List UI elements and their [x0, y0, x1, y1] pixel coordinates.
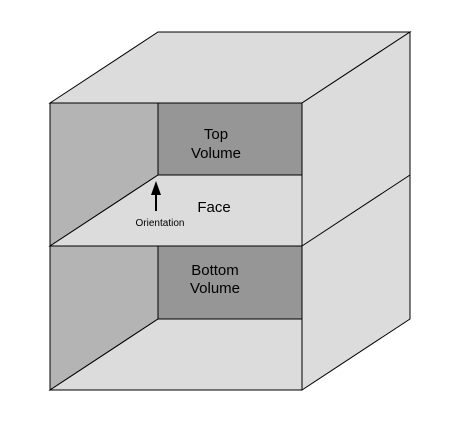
- orientation-arrow-icon: [151, 181, 161, 211]
- right-face-divider: [301, 174, 411, 247]
- bottom-volume-box: [157, 245, 303, 320]
- cube-front-outline: [49, 102, 303, 391]
- face-label: Face: [197, 199, 230, 216]
- bottom-volume-label-line1: Bottom: [191, 262, 239, 279]
- top-volume-box: [157, 102, 303, 176]
- bottom-volume-label-line2: Volume: [190, 280, 240, 297]
- top-volume-label-line1: Top: [204, 126, 228, 143]
- top-volume-label-line2: Volume: [191, 145, 241, 162]
- orientation-label: Orientation: [136, 218, 185, 229]
